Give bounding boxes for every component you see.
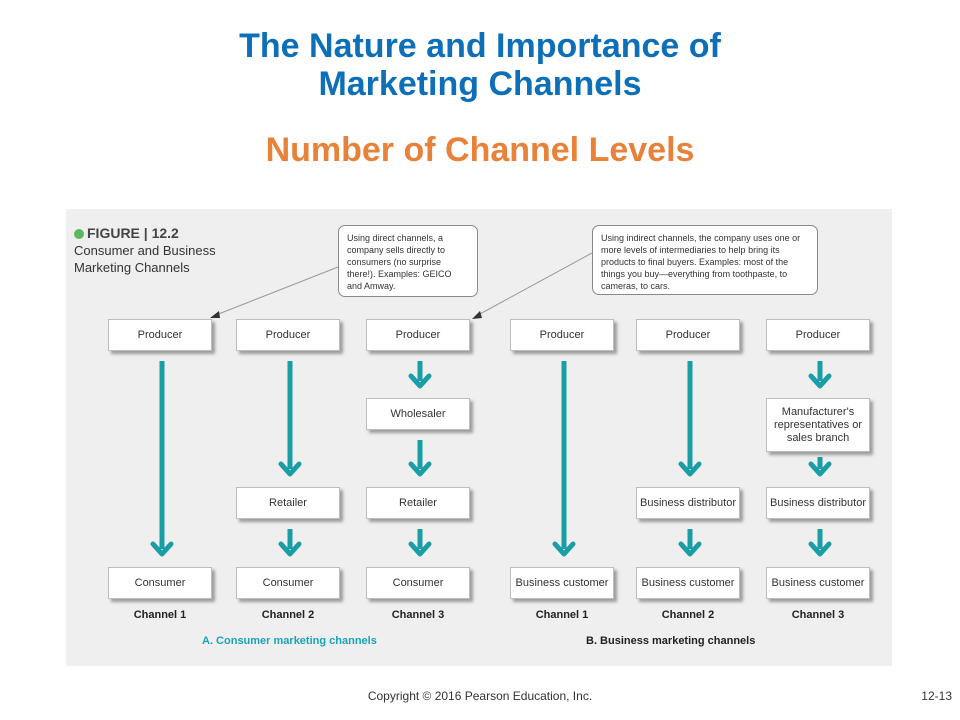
node-manufacturers-reps-b3: Manufacturer's representatives or sales … — [766, 398, 870, 452]
node-business-distributor-b2: Business distributor — [636, 487, 740, 519]
slide-title-line2: Marketing Channels — [318, 65, 642, 103]
arrow-b2-distributor-customer-head — [678, 541, 702, 557]
arrow-c2-retailer-consumer-head — [278, 541, 302, 557]
node-consumer-c1: Consumer — [108, 567, 212, 599]
node-business-distributor-b3: Business distributor — [766, 487, 870, 519]
node-business-customer-b1: Business customer — [510, 567, 614, 599]
callout-direct-channels: Using direct channels, a company sells d… — [338, 225, 478, 297]
arrow-b3-reps-distributor-head — [808, 461, 832, 477]
node-business-customer-b3: Business customer — [766, 567, 870, 599]
callout-direct-pointer-tip — [210, 311, 220, 318]
arrow-c1-producer-consumer-head — [150, 541, 174, 557]
arrow-b3-distributor-customer-head — [808, 541, 832, 557]
copyright-footer: Copyright © 2016 Pearson Education, Inc. — [367, 689, 593, 703]
channel-label-consumer-1: Channel 1 — [133, 609, 187, 621]
node-producer-b1: Producer — [510, 319, 614, 351]
node-retailer-c3: Retailer — [366, 487, 470, 519]
channel-label-business-2: Channel 2 — [661, 609, 715, 621]
figure-number: FIGURE | 12.2 — [74, 225, 179, 241]
consumer-channels-label: A. Consumer marketing channels — [202, 635, 377, 647]
arrow-b2-producer-distributor-head — [678, 461, 702, 477]
callout-indirect-pointer — [477, 252, 593, 316]
figure-bullet-icon — [74, 229, 84, 239]
node-producer-b2: Producer — [636, 319, 740, 351]
arrow-b3-producer-reps-head — [808, 373, 832, 389]
figure-caption-line1: Consumer and Business — [74, 243, 216, 258]
slide-subtitle: Number of Channel Levels — [265, 131, 695, 169]
node-consumer-c3: Consumer — [366, 567, 470, 599]
arrow-c3-producer-wholesaler-head — [408, 373, 432, 389]
callout-direct-pointer — [215, 266, 339, 316]
node-producer-c2: Producer — [236, 319, 340, 351]
page-number: 12-13 — [921, 689, 952, 703]
slide-title-line1: The Nature and Importance of — [239, 27, 721, 65]
figure-caption: Consumer and Business Marketing Channels — [74, 242, 274, 276]
channel-levels-figure: FIGURE | 12.2 Consumer and Business Mark… — [66, 209, 892, 666]
node-producer-c1: Producer — [108, 319, 212, 351]
arrow-b1-producer-customer-head — [552, 541, 576, 557]
figure-number-text: FIGURE | 12.2 — [87, 225, 179, 241]
figure-caption-line2: Marketing Channels — [74, 260, 190, 275]
node-business-customer-b2: Business customer — [636, 567, 740, 599]
callout-indirect-channels: Using indirect channels, the company use… — [592, 225, 818, 295]
arrow-c2-producer-retailer-head — [278, 461, 302, 477]
callout-indirect-pointer-tip — [472, 311, 482, 319]
channel-label-business-3: Channel 3 — [791, 609, 845, 621]
node-wholesaler-c3: Wholesaler — [366, 398, 470, 430]
figure-arrows — [150, 252, 832, 557]
node-producer-b3: Producer — [766, 319, 870, 351]
channel-label-consumer-3: Channel 3 — [391, 609, 445, 621]
business-channels-label: B. Business marketing channels — [586, 635, 756, 647]
channel-label-consumer-2: Channel 2 — [261, 609, 315, 621]
arrow-c3-retailer-consumer-head — [408, 541, 432, 557]
channel-label-business-1: Channel 1 — [535, 609, 589, 621]
node-producer-c3: Producer — [366, 319, 470, 351]
node-consumer-c2: Consumer — [236, 567, 340, 599]
arrow-c3-wholesaler-retailer-head — [408, 461, 432, 477]
node-retailer-c2: Retailer — [236, 487, 340, 519]
